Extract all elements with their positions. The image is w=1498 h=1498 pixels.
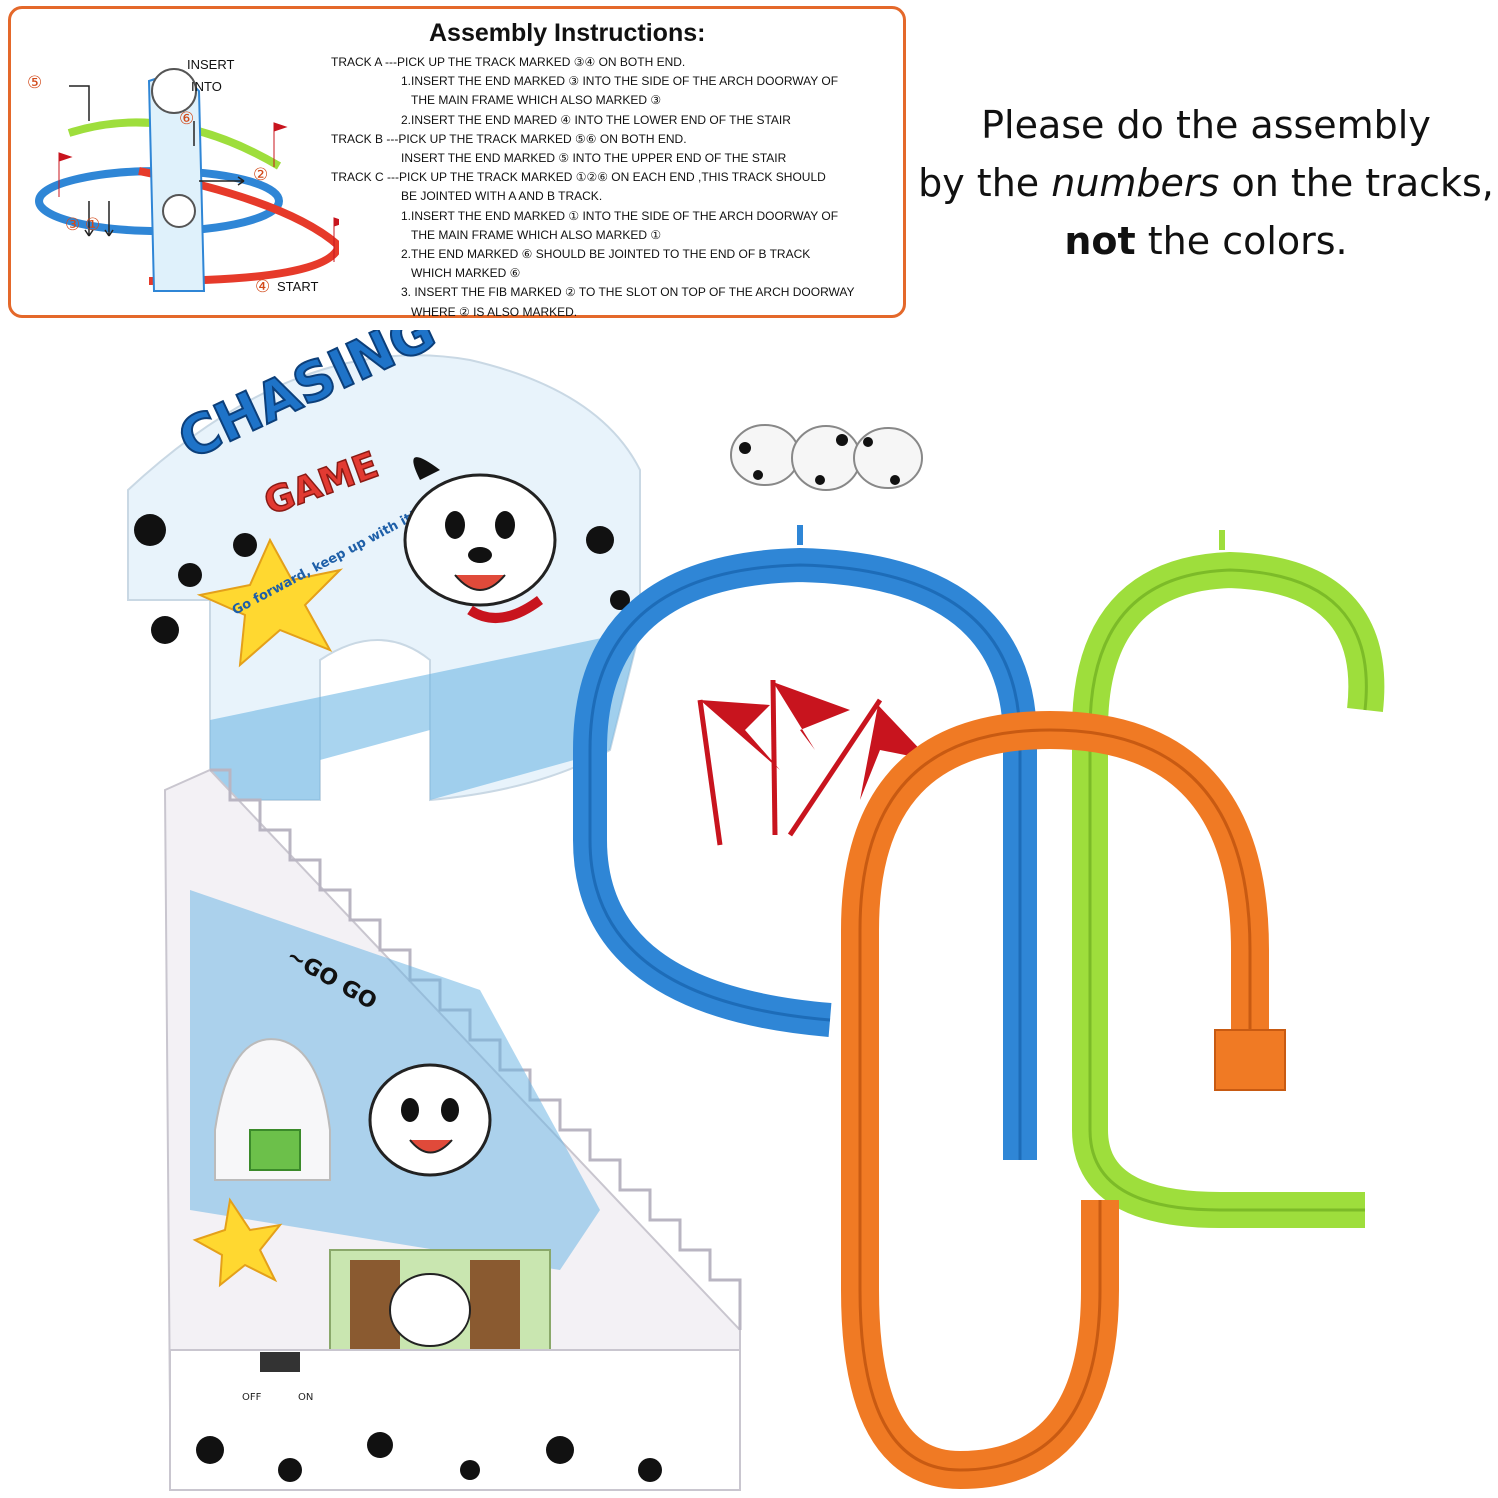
arch-panel: CHASING GAME Go forward, keep up with it… (127, 330, 641, 802)
step-line: 2.INSERT THE END MARED ④ INTO THE LOWER … (401, 112, 791, 127)
marker-2: ② (253, 165, 269, 184)
step-line: INSERT THE END MARKED ⑤ INTO THE UPPER E… (401, 151, 787, 166)
step-line: TRACK C ---PICK UP THE TRACK MARKED ①②⑥ … (331, 170, 826, 185)
marker-3-1: ③ ① (65, 215, 101, 234)
note-text: on the tracks, (1219, 161, 1494, 205)
note-line-3: not the colors. (906, 212, 1498, 270)
step-line: 2.THE END MARKED ⑥ SHOULD BE JOINTED TO … (401, 247, 811, 262)
step-line: BE JOINTED WITH A AND B TRACK. (401, 189, 603, 204)
instruction-steps: TRACK A ---PICK UP THE TRACK MARKED ③④ O… (331, 53, 891, 322)
marker-6: ⑥ (179, 109, 195, 128)
step-line: 1.INSERT THE END MARKED ① INTO THE SIDE … (401, 208, 839, 223)
note-emphasis: numbers (1051, 161, 1220, 205)
green-track (1072, 530, 1385, 1228)
step-line: WHICH MARKED ⑥ (411, 266, 521, 281)
instructions-title: Assembly Instructions: (429, 19, 706, 47)
into-label: INTO (191, 79, 222, 94)
step-line: TRACK B ---PICK UP THE TRACK MARKED ⑤⑥ O… (331, 131, 687, 146)
note-text: by the (918, 161, 1052, 205)
stair-frame: ~GO GO OFF ON (163, 768, 742, 1491)
start-label: START (277, 279, 319, 294)
step-line: 1.INSERT THE END MARKED ③ INTO THE SIDE … (401, 74, 839, 89)
note-strong: not (1064, 219, 1136, 263)
switch-off-label: OFF (242, 1392, 262, 1403)
note-line-1: Please do the assembly (981, 103, 1431, 147)
step-line: 3. INSERT THE FIB MARKED ② TO THE SLOT O… (401, 285, 855, 300)
product-photo: CHASING GAME Go forward, keep up with it… (127, 330, 1385, 1491)
blue-track (573, 525, 1037, 1160)
assembly-diagram (35, 68, 339, 292)
orange-track (841, 710, 1286, 1490)
marker-4: ④ (255, 277, 271, 296)
step-line: THE MAIN FRAME WHICH ALSO MARKED ① (411, 227, 662, 242)
step-line: THE MAIN FRAME WHICH ALSO MARKED ③ (411, 93, 662, 108)
insert-label: INSERT (187, 57, 235, 72)
note-line-2: by the numbers on the tracks, (906, 154, 1498, 212)
dog-figures (730, 424, 923, 491)
assembly-note: Please do the assembly by the numbers on… (906, 96, 1498, 270)
step-line: TRACK A ---PICK UP THE TRACK MARKED ③④ O… (331, 55, 686, 69)
instruction-card: Assembly Instructions: INSERT INTO START… (8, 6, 906, 319)
step-line: WHERE ② IS ALSO MARKED. (411, 304, 578, 319)
switch-on-label: ON (298, 1392, 313, 1403)
red-flags (697, 679, 930, 846)
marker-5: ⑤ (27, 73, 43, 92)
note-text: the colors. (1135, 219, 1348, 263)
